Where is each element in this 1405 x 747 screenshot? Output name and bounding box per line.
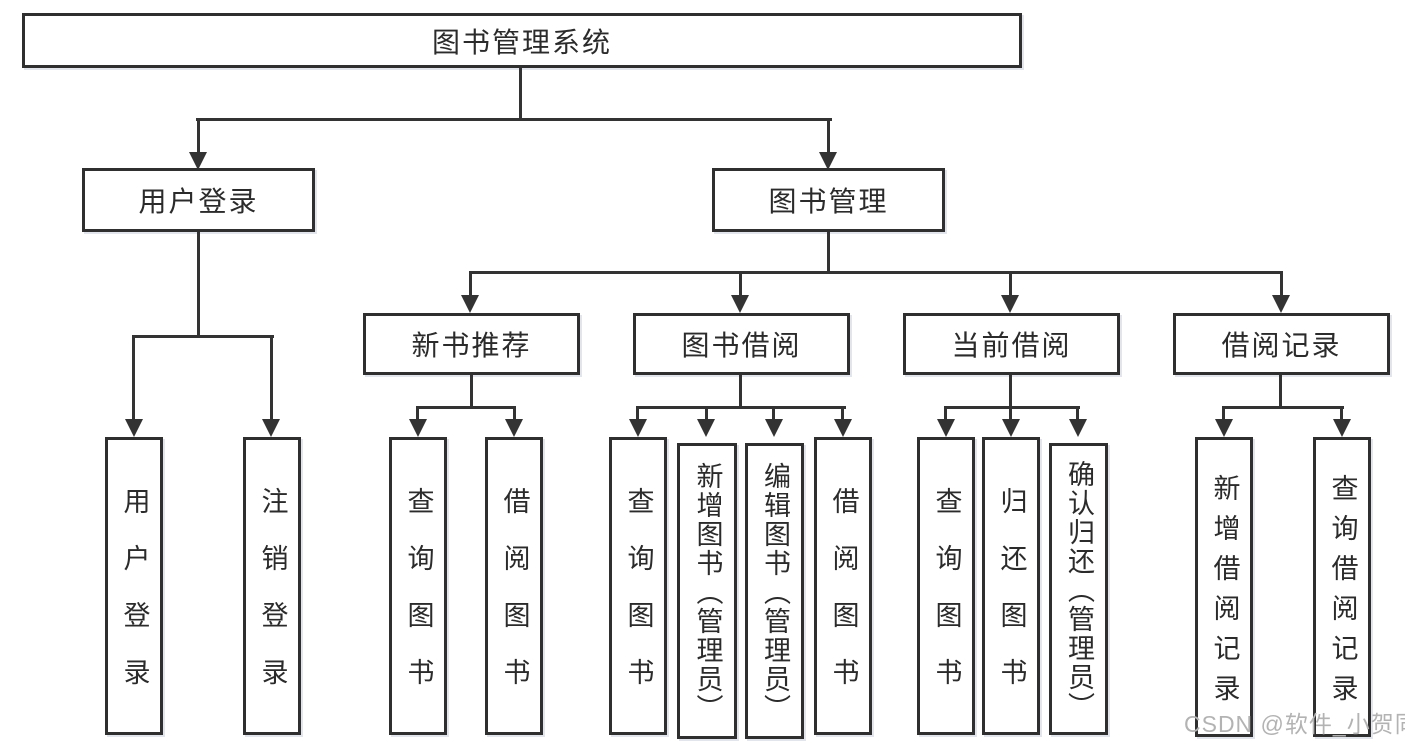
leaf-logout: 注销登录 [243,437,301,735]
leaf-label: 查询图书 [931,487,962,715]
arrow-down-icon [1001,295,1019,313]
arrow-down-icon [1215,419,1233,437]
connector-line [1009,375,1012,409]
connector-line [197,232,200,338]
connector-line [519,68,522,121]
node-label: 图书管理 [768,186,889,217]
leaf-edit-book-admin: 编辑图书（管理员） [745,443,804,739]
leaf-borrow-books-2: 借阅图书 [814,437,872,735]
connector-line [772,406,775,421]
leaf-label: 查询借阅记录 [1327,474,1358,714]
connector-line [739,271,742,297]
arrow-down-icon [834,419,852,437]
leaf-label: 新增借阅记录 [1209,474,1240,714]
connector-line [636,406,639,421]
leaf-label: 注销登录 [257,487,288,715]
connector-line [827,232,830,274]
node-label: 当前借阅 [951,330,1072,361]
connector-line [1009,271,1012,297]
connector-line [944,406,1080,409]
arrow-down-icon [262,419,280,437]
node-label: 用户登录 [138,186,259,217]
connector-line [841,406,844,421]
leaf-add-book-admin: 新增图书（管理员） [677,443,737,739]
leaf-label: 新增图书（管理员） [692,461,723,723]
connector-line [513,406,516,421]
connector-line [705,406,708,421]
arrow-down-icon [629,419,647,437]
leaf-confirm-return-admin: 确认归还（管理员） [1049,443,1108,735]
leaf-return-books: 归还图书 [982,437,1040,735]
connector-line [416,406,419,421]
leaf-query-books-recommend: 查询图书 [389,437,447,735]
node-new-book-recommendation: 新书推荐 [363,313,580,375]
connector-line [1222,406,1225,421]
arrow-down-icon [697,419,715,437]
arrow-down-icon [505,419,523,437]
arrow-down-icon [765,419,783,437]
leaf-label: 归还图书 [996,487,1027,715]
leaf-user-login: 用户登录 [105,437,163,735]
connector-line [469,271,1283,274]
leaf-label: 确认归还（管理员） [1064,459,1094,721]
arrow-down-icon [1272,295,1290,313]
node-book-management: 图书管理 [712,168,945,232]
connector-line [132,335,135,421]
connector-line [469,271,472,297]
node-label: 借阅记录 [1221,330,1342,361]
arrow-down-icon [189,152,207,170]
connector-line [270,335,273,421]
arrow-down-icon [125,419,143,437]
connector-line [132,335,274,338]
connector-line [1340,406,1343,421]
leaf-label: 编辑图书（管理员） [760,461,790,723]
watermark: CSDN @软件_小贺同学 [1184,711,1405,737]
leaf-add-borrow-record: 新增借阅记录 [1195,437,1253,737]
node-label: 新书推荐 [411,330,532,361]
arrow-down-icon [819,152,837,170]
leaf-query-books-borrow: 查询图书 [609,437,667,735]
connector-line [739,375,742,409]
node-book-borrowing: 图书借阅 [633,313,850,375]
leaf-query-books-current: 查询图书 [917,437,975,735]
connector-line [636,406,846,409]
connector-line [1222,406,1344,409]
leaf-borrow-books-recommend: 借阅图书 [485,437,543,735]
leaf-label: 借阅图书 [828,487,859,715]
arrow-down-icon [731,295,749,313]
connector-line [196,118,832,121]
arrow-down-icon [1333,419,1351,437]
arrow-down-icon [1002,419,1020,437]
connector-line [944,406,947,421]
node-borrowing-records: 借阅记录 [1173,313,1390,375]
connector-line [1009,406,1012,421]
arrow-down-icon [1069,419,1087,437]
connector-line [1076,406,1079,421]
leaf-query-borrow-record: 查询借阅记录 [1313,437,1371,737]
leaf-label: 查询图书 [403,487,434,715]
node-user-login: 用户登录 [82,168,315,232]
connector-line [197,118,200,154]
arrow-down-icon [937,419,955,437]
leaf-label: 查询图书 [623,487,654,715]
connector-line [1279,375,1282,409]
node-label: 图书管理系统 [431,26,612,58]
arrow-down-icon [461,295,479,313]
connector-line [827,118,830,154]
arrow-down-icon [409,419,427,437]
node-library-system: 图书管理系统 [22,13,1022,68]
connector-line [416,406,516,409]
node-label: 图书借阅 [681,330,802,361]
leaf-label: 借阅图书 [499,487,530,715]
connector-line [470,375,473,409]
connector-line [1280,271,1283,297]
leaf-label: 用户登录 [119,487,150,715]
node-current-borrowing: 当前借阅 [903,313,1120,375]
